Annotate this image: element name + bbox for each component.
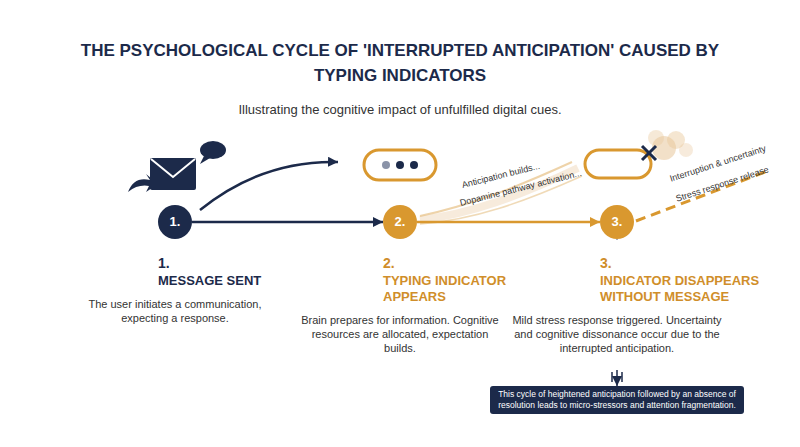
typing-dot [396, 161, 404, 169]
speech-bubble-tail [200, 156, 210, 164]
double-arrow-line [621, 372, 623, 382]
typing-dot [410, 161, 418, 169]
cross-mark [642, 146, 656, 160]
cross-mark [642, 146, 656, 160]
step-circle: 3.3.INDICATOR DISAPPEARS WITHOUT MESSAGE… [600, 205, 634, 239]
step-number-heading: 1. [158, 255, 218, 271]
step-heading: MESSAGE SENT [158, 273, 328, 289]
step-circle: 2.2.TYPING INDICATOR APPEARSBrain prepar… [383, 205, 417, 239]
smoke-puff [679, 143, 693, 157]
step-circle: 1.1.MESSAGE SENTThe user initiates a com… [158, 205, 192, 239]
flow-arrow [200, 162, 338, 210]
step-number-heading: 3. [600, 255, 660, 271]
flow-connector [192, 221, 383, 224]
flow-connector [417, 221, 600, 224]
typing-bubble [364, 150, 436, 180]
step-heading: TYPING INDICATOR APPEARS [383, 273, 533, 305]
typing-dot [382, 161, 390, 169]
double-arrow-line [611, 372, 613, 382]
step-number: 2. [383, 205, 417, 239]
diagram-title: THE PSYCHOLOGICAL CYCLE OF 'INTERRUPTED … [60, 38, 740, 88]
smoke-puff [648, 130, 664, 146]
step-description: Mild stress response triggered. Uncertai… [502, 313, 732, 355]
subtitle: Illustrating the cognitive impact of unf… [0, 102, 800, 117]
step-number-heading: 2. [383, 255, 443, 271]
summary-box: This cycle of heightened anticipation fo… [490, 386, 744, 414]
summary-text: This cycle of heightened anticipation fo… [496, 389, 738, 411]
step-number: 1. [158, 205, 192, 239]
step-heading: INDICATOR DISAPPEARS WITHOUT MESSAGE [600, 273, 790, 305]
flow-connector [616, 239, 618, 386]
step-description: Brain prepares for information. Cognitiv… [300, 313, 500, 355]
envelope-flap [151, 159, 195, 177]
step-number: 3. [600, 205, 634, 239]
empty-bubble [585, 150, 651, 178]
envelope-icon [150, 158, 196, 190]
step-description: The user initiates a communication, expe… [70, 297, 280, 325]
